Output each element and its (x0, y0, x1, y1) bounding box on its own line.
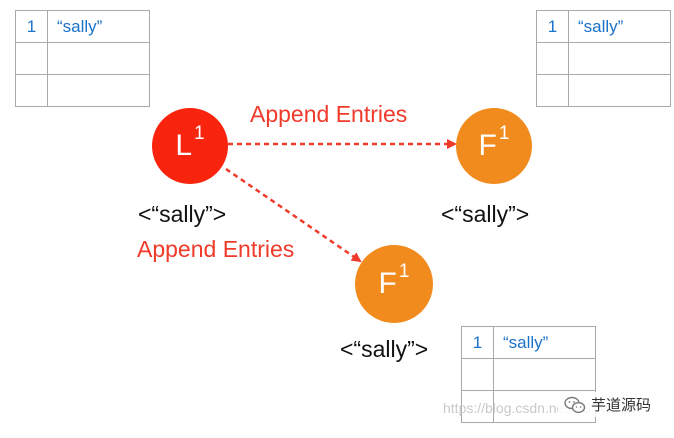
log-value: “sally” (568, 10, 671, 43)
follower-bottom-letter: F (378, 267, 397, 300)
log-row (536, 42, 671, 75)
follower-bottom-state-label: <“sally”> (340, 336, 429, 362)
log-index: 1 (15, 10, 48, 43)
log-index: 1 (461, 326, 494, 359)
follower-bottom-term: 1 (398, 261, 410, 282)
log-value: “sally” (493, 326, 596, 359)
log-row (536, 74, 671, 107)
follower-top-state-label: <“sally”> (441, 201, 530, 227)
log-row (461, 358, 596, 391)
leader-state-label: <“sally”> (138, 201, 227, 227)
log-row: 1 “sally” (461, 326, 596, 359)
append-entries-label-bottom: Append Entries (137, 236, 295, 262)
follower-top-term: 1 (498, 123, 510, 144)
log-row: 1 “sally” (536, 10, 671, 43)
follower-top-letter: F (478, 129, 497, 162)
leader-log-table: 1 “sally” (15, 10, 150, 107)
brand-badge: 芋道源码 (558, 392, 658, 417)
log-row (15, 42, 150, 75)
wechat-icon (564, 396, 586, 413)
follower-top-log-table: 1 “sally” (536, 10, 671, 107)
leader-term: 1 (194, 123, 205, 144)
append-entries-label-top: Append Entries (250, 101, 408, 127)
leader-letter: L (175, 129, 193, 162)
log-row (15, 74, 150, 107)
log-index: 1 (536, 10, 569, 43)
append-entries-arrow-bottom (225, 167, 362, 263)
log-value: “sally” (47, 10, 150, 43)
brand-name: 芋道源码 (591, 396, 652, 414)
log-row: 1 “sally” (15, 10, 150, 43)
